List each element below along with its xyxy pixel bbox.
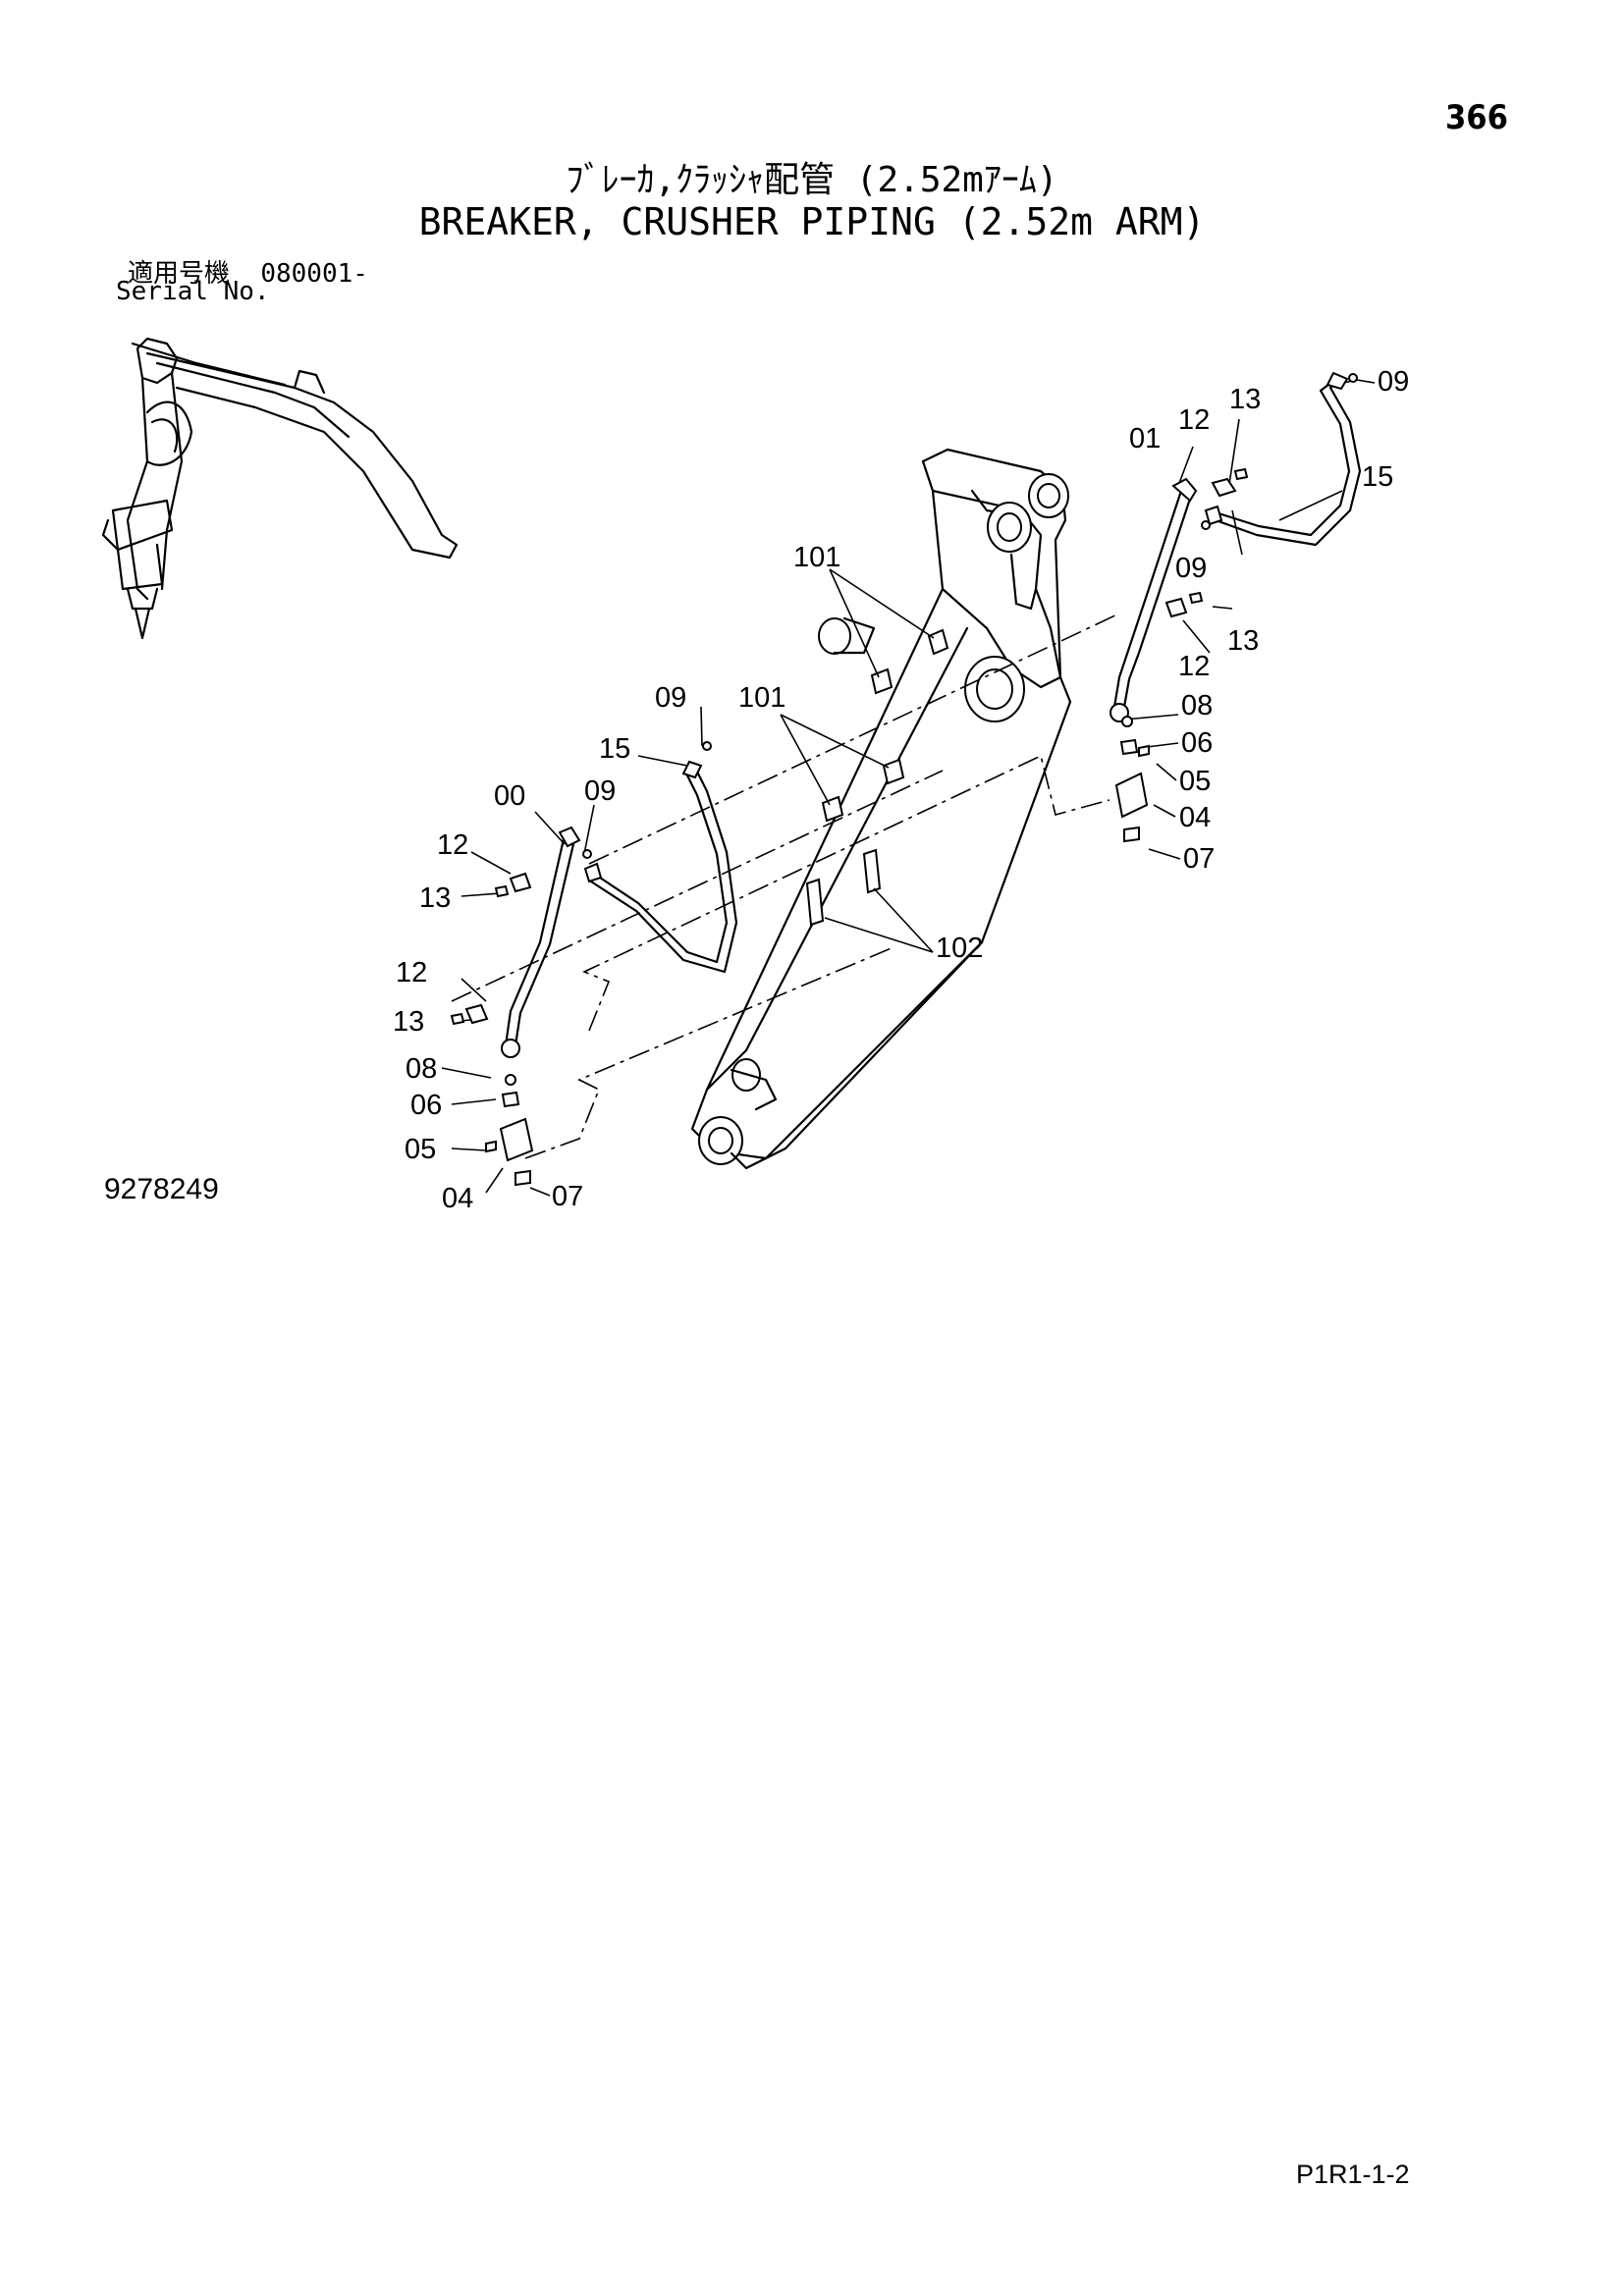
- serial-label-en: Serial No.: [116, 277, 270, 306]
- callout-13-mid-right: 13: [1227, 625, 1259, 657]
- excavator-inset-illustration: [101, 337, 459, 640]
- callout-15-left: 15: [599, 733, 630, 765]
- clamps: [805, 628, 949, 927]
- callout-07-left: 07: [552, 1181, 583, 1212]
- callout-101-lower: 101: [738, 682, 785, 714]
- callout-00: 00: [494, 780, 525, 812]
- right-piping: [1110, 371, 1362, 843]
- callout-06-left: 06: [410, 1090, 442, 1121]
- callout-08-left: 08: [406, 1053, 437, 1085]
- callout-01: 01: [1129, 423, 1161, 454]
- callout-05-right: 05: [1179, 766, 1211, 797]
- callout-labels: 09 13 12 01 15 09 13 12 08 06 05 04 07 1…: [393, 366, 1409, 1214]
- callout-12-mid-right: 12: [1178, 651, 1210, 682]
- callout-09-top: 09: [1378, 366, 1409, 398]
- arm-structure: [690, 448, 1072, 1170]
- left-piping: [450, 741, 738, 1187]
- callout-09-mid-right: 09: [1175, 553, 1207, 584]
- page-code: P1R1-1-2: [1296, 2160, 1410, 2189]
- callout-09-center: 09: [655, 682, 686, 714]
- callout-13-top: 13: [1229, 384, 1261, 415]
- serial-line: 適用号機 080001-: [128, 253, 368, 290]
- callout-08-right: 08: [1181, 690, 1213, 721]
- callout-12-top: 12: [1178, 404, 1210, 436]
- figure-id: 9278249: [104, 1173, 219, 1205]
- callout-04-right: 04: [1179, 802, 1211, 833]
- callout-05-left: 05: [405, 1134, 436, 1165]
- serial-value: 080001-: [260, 259, 368, 289]
- serial-label-jp: 適用号機: [128, 259, 231, 289]
- callout-13-left-bottom: 13: [393, 1006, 424, 1038]
- callout-04-left: 04: [442, 1183, 473, 1214]
- callout-12-left-top: 12: [437, 829, 468, 861]
- title-english: BREAKER, CRUSHER PIPING (2.52m ARM): [418, 200, 1206, 243]
- callout-09-left: 09: [584, 775, 616, 807]
- leader-lines: [441, 379, 1376, 1197]
- callout-101-upper: 101: [793, 542, 840, 573]
- callout-102: 102: [936, 933, 983, 964]
- page-number: 366: [1445, 98, 1508, 137]
- callout-13-left-top: 13: [419, 882, 451, 914]
- title-japanese: ﾌﾞﾚｰｶ,ｸﾗｯｼｬ配管 (2.52mｱｰﾑ): [566, 160, 1058, 200]
- callout-15-right: 15: [1362, 461, 1393, 493]
- callout-07-right: 07: [1183, 843, 1215, 875]
- callout-12-left-bottom: 12: [396, 957, 427, 988]
- callout-06-right: 06: [1181, 727, 1213, 759]
